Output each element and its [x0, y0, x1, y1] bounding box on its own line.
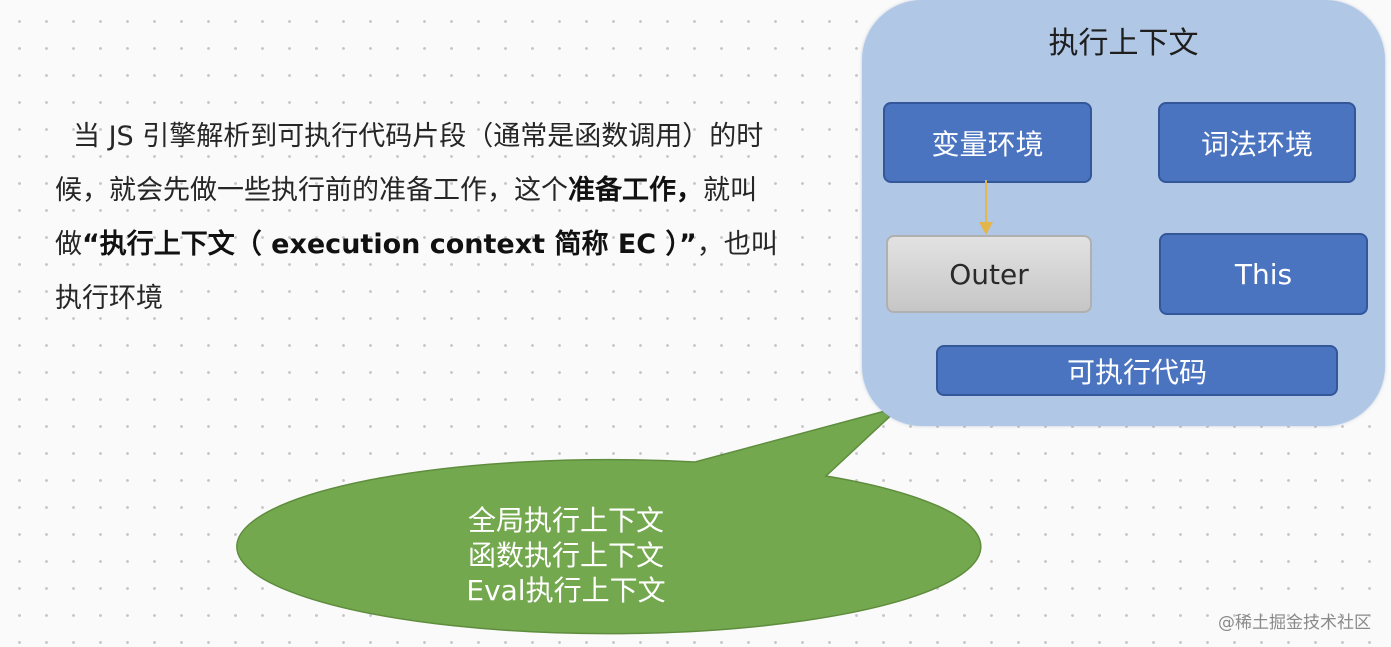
intro-bold-preparation: 准备工作， — [568, 175, 703, 206]
intro-part3: ，也叫执行环境 — [55, 229, 778, 314]
intro-part2: 就叫做 — [55, 175, 757, 260]
bubble-shape — [236, 406, 982, 635]
bubble-line-eval: Eval执行上下文 — [466, 574, 666, 607]
intro-bold-ec: “执行上下文（ execution context 简称 EC ）” — [82, 229, 697, 260]
bubble-line-function: 函数执行上下文 — [467, 539, 664, 572]
bubble-line-global: 全局执行上下文 — [467, 504, 664, 537]
execution-context-title: 执行上下文 — [1048, 26, 1199, 61]
intro-text: 当 JS 引擎解析到可执行代码片段（通常是函数调用）的时候，就会先做一些执行前的… — [55, 110, 790, 326]
arrow-down-icon — [979, 222, 993, 235]
outer-block: Outer — [886, 235, 1092, 313]
this-block: This — [1159, 233, 1368, 315]
intro-paragraph: 当 JS 引擎解析到可执行代码片段（通常是函数调用）的时候，就会先做一些执行前的… — [55, 110, 790, 326]
watermark: @稀土掘金技术社区 — [1218, 613, 1371, 633]
arrow-shaft — [985, 180, 987, 224]
variable-environment-block: 变量环境 — [883, 102, 1092, 183]
executable-code-block: 可执行代码 — [936, 345, 1338, 396]
lexical-environment-block: 词法环境 — [1158, 102, 1356, 183]
bubble-text: 全局执行上下文 函数执行上下文 Eval执行上下文 — [366, 503, 766, 608]
intro-part1: 当 JS 引擎解析到可执行代码片段（通常是函数调用）的时候，就会先做一些执行前的… — [55, 121, 764, 206]
